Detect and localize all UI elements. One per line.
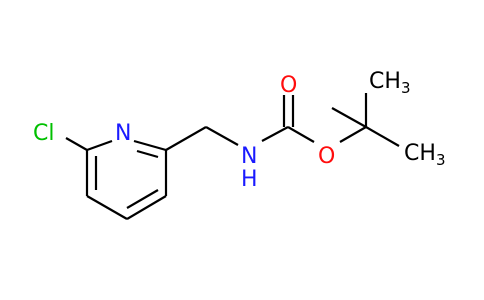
bond-carbonyl-ester-o xyxy=(287,126,315,143)
bond-c2-n1 xyxy=(86,139,113,152)
bond-c2-cl xyxy=(65,137,88,151)
methyl-right-subscript: 3 xyxy=(436,151,446,169)
carbonyl-oxygen-label: O xyxy=(280,73,297,98)
bond-ch2-nh xyxy=(205,126,239,146)
pyridine-nitrogen-label: N xyxy=(115,121,131,146)
chlorine-label: Cl xyxy=(33,121,54,146)
bond-c5-c4 xyxy=(126,195,167,220)
amide-hydrogen-label: H xyxy=(241,167,258,192)
methyl-top-group: CH 3 xyxy=(369,69,411,97)
bond-c6-ch2 xyxy=(165,126,207,151)
methyl-right-group: CH 3 xyxy=(404,141,446,169)
ester-oxygen-label: O xyxy=(318,144,335,169)
bond-tbu-methyl-bottom xyxy=(331,107,367,128)
bond-c5-c4-inner xyxy=(126,189,159,209)
bond-c4-c3 xyxy=(86,195,128,220)
bond-ester-o-tbu xyxy=(339,126,367,143)
bond-tbu-methyl-right xyxy=(365,126,400,147)
bond-n1-c6 xyxy=(133,139,167,152)
methyl-right-label: CH xyxy=(404,141,436,166)
amide-nitrogen-label: N xyxy=(241,144,257,169)
methyl-top-subscript: 3 xyxy=(401,79,411,97)
methyl-top-label: CH xyxy=(369,69,401,94)
bond-nh-carbonyl xyxy=(261,126,289,142)
bond-n1-c6-inner xyxy=(136,149,159,159)
pyridine-ring xyxy=(85,139,168,220)
